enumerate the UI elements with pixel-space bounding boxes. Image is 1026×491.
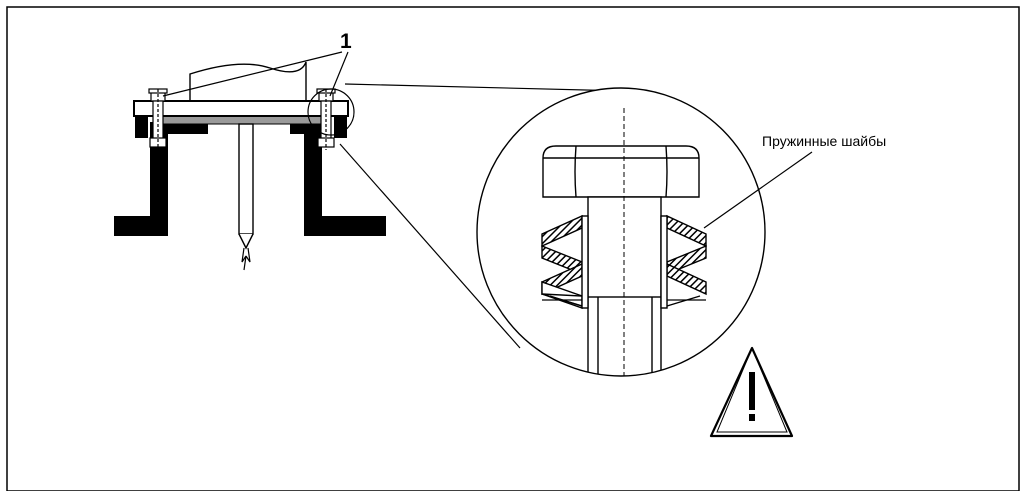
nozzle-left-wall-bar: [114, 122, 208, 236]
bolt-left: [148, 88, 168, 150]
spring-washers-leader: [703, 151, 813, 229]
nozzle-right-wall: [290, 122, 386, 236]
gasket: [159, 115, 331, 125]
callout-number: 1: [340, 30, 352, 53]
probe-rod: [238, 123, 254, 235]
spring-washers-label: Пружинные шайбы: [762, 133, 886, 149]
callout-1: 1: [162, 30, 352, 97]
flange-assembly: [114, 61, 386, 271]
spring-washers-right: [666, 214, 707, 307]
zoom-connector-bottom: [339, 143, 521, 349]
bolt-right: [316, 88, 336, 150]
flange-plate: [133, 100, 349, 117]
zoom-connector-top: [344, 83, 627, 92]
warning-triangle-icon: [709, 346, 794, 438]
bolt-head: [542, 145, 700, 198]
probe-cable: [241, 247, 251, 271]
detail-circle-small: [307, 88, 355, 136]
zoom-detail: [476, 87, 766, 377]
device-housing: [189, 61, 307, 102]
